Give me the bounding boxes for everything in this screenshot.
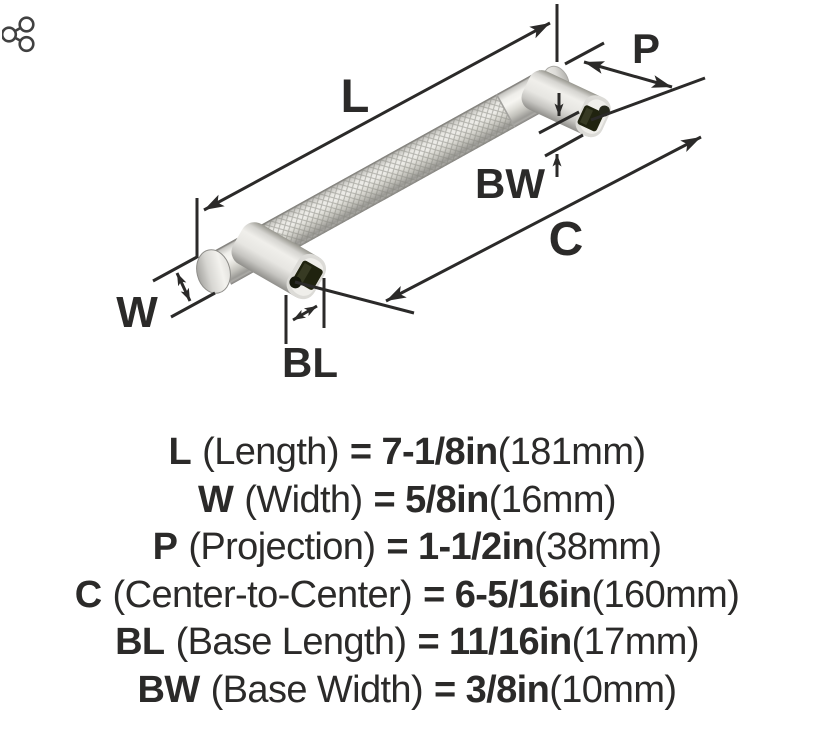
- spec-line-width: W (Width) = 5/8in (16mm): [198, 477, 617, 525]
- dimension-lines: [152, 4, 706, 344]
- spec-line-projection: P (Projection) = 1-1/2in (38mm): [153, 524, 662, 572]
- dim-P-tick: [564, 41, 605, 66]
- spec-name: (Projection): [188, 526, 376, 569]
- dim-P-line: [583, 60, 673, 89]
- spec-code: W: [198, 478, 234, 521]
- spec-value: = 1-1/2in: [386, 526, 535, 569]
- dimension-diagram: L P BW C W BL: [116, 4, 706, 386]
- left-end-cap: [196, 249, 231, 294]
- spec-code: BW: [137, 668, 201, 711]
- spec-value: = 7-1/8in: [349, 431, 498, 473]
- spec-name: (Width): [244, 478, 363, 521]
- label-BW: BW: [475, 160, 545, 207]
- dim-W-tick-bottom: [170, 291, 216, 319]
- spec-name: (Base Width): [210, 668, 424, 711]
- dim-C-line: [385, 135, 702, 303]
- spec-line-base-length: BL (Base Length) = 11/16in (17mm): [115, 619, 699, 667]
- spec-value: = 5/8in: [373, 478, 490, 521]
- spec-value: = 6-5/16in: [423, 573, 592, 616]
- dim-P-extension-line: [590, 76, 706, 122]
- spec-list: L (Length) = 7-1/8in (181mm) W (Width) =…: [0, 429, 814, 715]
- spec-metric: (160mm): [591, 573, 740, 616]
- spec-line-center-to-center: C (Center-to-Center) = 6-5/16in (160mm): [75, 572, 740, 620]
- dim-L-line: [203, 21, 551, 212]
- label-L: L: [341, 69, 370, 122]
- spec-metric: (181mm): [497, 431, 646, 473]
- spec-code: L: [168, 431, 192, 473]
- dim-BW-tick-bottom: [544, 133, 584, 158]
- spec-value: = 11/16in: [417, 621, 572, 664]
- spec-metric: (38mm): [534, 526, 662, 569]
- share-button[interactable]: [0, 13, 46, 57]
- label-P: P: [632, 25, 660, 72]
- spec-name: (Base Length): [175, 621, 408, 664]
- spec-code: C: [74, 573, 102, 616]
- spec-metric: (10mm): [549, 668, 677, 711]
- label-C: C: [549, 213, 584, 266]
- spec-line-base-width: BW (Base Width) = 3/8in (10mm): [137, 667, 678, 715]
- square-screw-hole: [577, 105, 604, 132]
- spec-code: P: [152, 526, 178, 569]
- spec-value: = 3/8in: [434, 668, 550, 711]
- label-W: W: [116, 288, 158, 337]
- dim-W-tick-top: [152, 255, 198, 283]
- spec-name: (Center-to-Center): [112, 573, 413, 616]
- share-icon: [0, 16, 35, 53]
- dim-W-arrow: [175, 272, 192, 302]
- spec-code: BL: [115, 621, 165, 664]
- dim-C-extension-line: [294, 280, 415, 315]
- label-BL: BL: [282, 339, 338, 386]
- spec-metric: (16mm): [488, 478, 617, 521]
- dim-BL-arrow: [292, 304, 318, 322]
- spec-name: (Length): [202, 431, 339, 473]
- spec-metric: (17mm): [571, 621, 700, 664]
- spec-line-length: L (Length) = 7-1/8in (181mm): [168, 429, 647, 477]
- dim-BW-tick-top: [538, 110, 580, 135]
